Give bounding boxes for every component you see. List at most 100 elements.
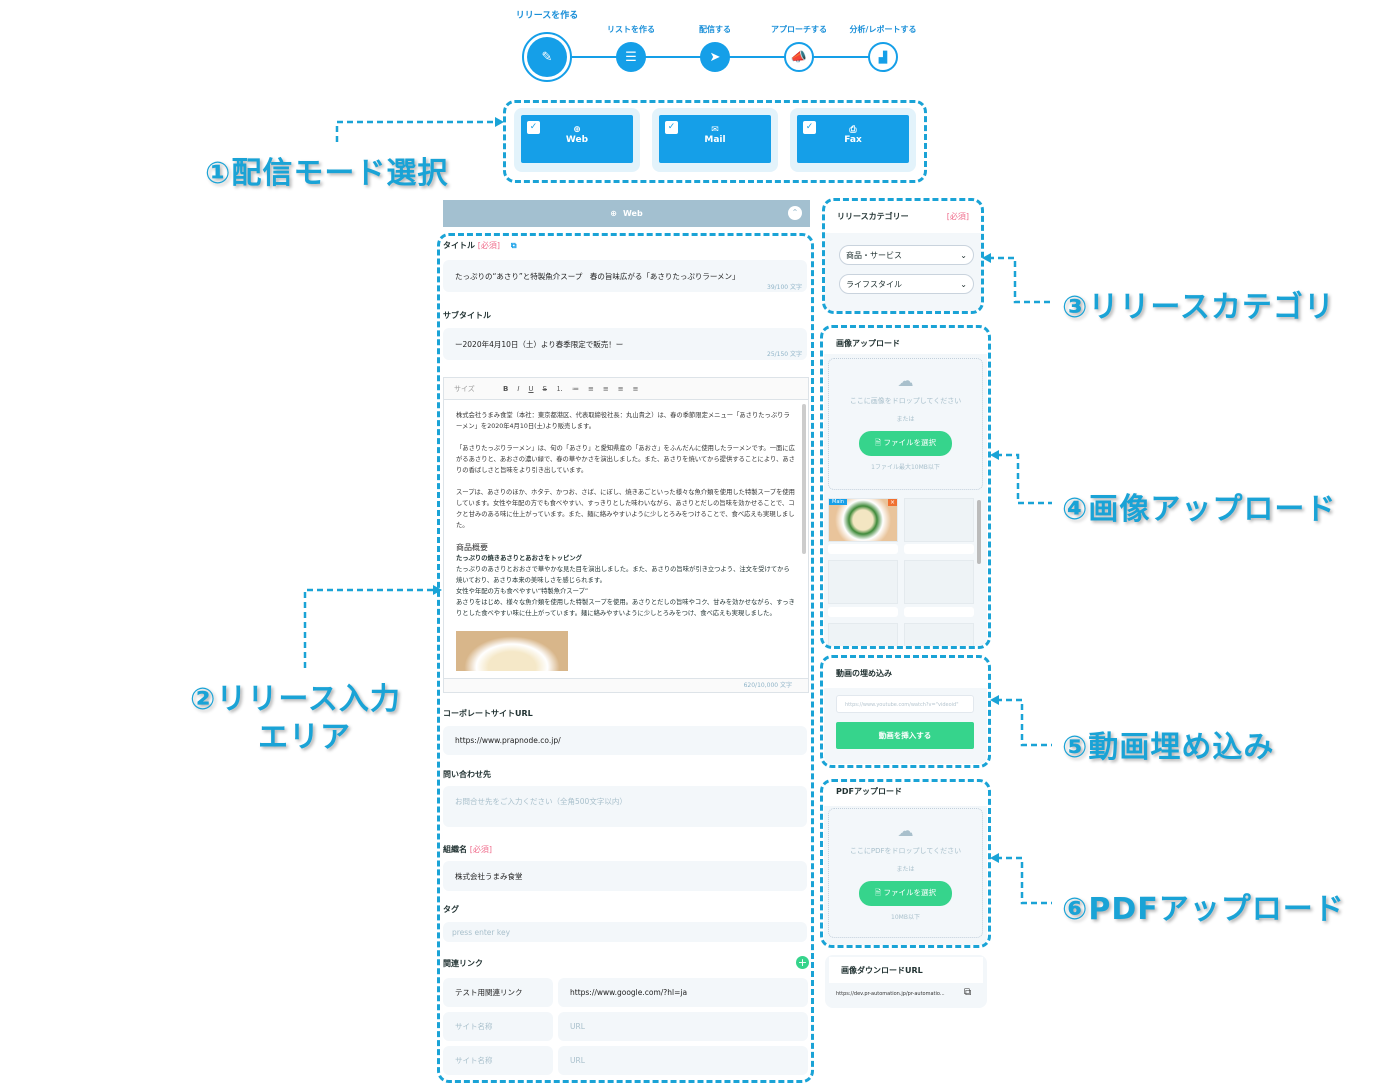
bullet-list-icon[interactable]: ≔: [572, 384, 579, 393]
mode-selection-highlight: [503, 100, 927, 183]
or-text: または: [896, 866, 915, 873]
checkbox-icon[interactable]: ✓: [665, 121, 678, 134]
strike-icon[interactable]: S: [542, 384, 547, 393]
italic-icon[interactable]: I: [517, 384, 520, 393]
checkbox-icon[interactable]: ✓: [527, 121, 540, 134]
copy-icon[interactable]: ⧉: [964, 987, 972, 998]
body-subheading: たっぷりの焼きあさりとあおさをトッピング: [456, 555, 582, 562]
title-char-count: 39/100 文字: [767, 284, 803, 291]
bold-icon[interactable]: B: [503, 384, 509, 393]
preview-icon[interactable]: ⧉: [510, 241, 517, 250]
list-icon: ☰: [625, 49, 637, 65]
org-label: 組織名 [必須]: [443, 845, 493, 854]
checkbox-icon[interactable]: ✓: [803, 121, 816, 134]
ordered-list-icon[interactable]: ⒈: [556, 384, 563, 393]
caption-input[interactable]: [828, 607, 898, 617]
step-distribute[interactable]: ➤: [700, 42, 730, 72]
link-name-input[interactable]: サイト名称: [443, 1012, 553, 1041]
step-approach[interactable]: 📣: [784, 42, 814, 72]
or-text: または: [896, 416, 915, 423]
tag-input[interactable]: press enter key: [443, 922, 807, 942]
scrollbar[interactable]: [977, 500, 981, 564]
image-placeholder: [828, 560, 898, 604]
megaphone-icon: 📣: [790, 49, 808, 65]
callout-video: ⑤動画埋め込み: [1062, 730, 1275, 765]
pdf-dropzone[interactable]: ☁ ここにPDFをドロップしてください または 🗎 ファイルを選択 10MB以下: [828, 808, 983, 938]
size-limit: 10MB以下: [891, 914, 920, 921]
scrollbar[interactable]: [802, 404, 806, 554]
align-center-icon[interactable]: ≡: [602, 384, 609, 393]
font-size-select[interactable]: サイズ: [454, 384, 475, 393]
select-image-button[interactable]: 🗎 ファイルを選択: [859, 431, 952, 456]
mode-mail-button[interactable]: ✓✉Mail: [659, 115, 771, 163]
title-input[interactable]: たっぷりの“あさり”と特製魚介スープ 春の旨味広がる「あさりたっぷりラーメン」: [443, 260, 807, 292]
pdf-highlight: [820, 779, 991, 948]
caption-input[interactable]: [828, 544, 898, 554]
editor-content[interactable]: 株式会社うまみ食堂（本社：東京都港区、代表取締役社長：丸山貴之）は、春の季節限定…: [444, 400, 808, 680]
link-name-input[interactable]: テスト用関連リンク: [443, 978, 553, 1007]
cloud-upload-icon: ☁: [897, 371, 914, 390]
justify-icon[interactable]: ≡: [632, 384, 639, 393]
step-label: 分析/レポートする: [849, 25, 917, 34]
section-title: Web: [623, 209, 643, 218]
link-name-input[interactable]: サイト名称: [443, 1046, 553, 1075]
subtitle-input[interactable]: ー2020年4月10日（土）より春季限定で販売！ー: [443, 328, 807, 360]
step-report[interactable]: ▟: [868, 42, 898, 72]
step-label: 配信する: [699, 25, 731, 34]
subtitle-label: サブタイトル: [443, 311, 491, 320]
category-select-1[interactable]: 商品・サービス⌄: [839, 245, 974, 265]
file-icon: 🗎: [875, 888, 884, 897]
insert-video-button[interactable]: 動画を挿入する: [836, 722, 974, 749]
globe-icon: ⊕: [573, 125, 581, 135]
download-url-panel: 画像ダウンロードURL https://dev.pr-automation.jp…: [825, 955, 987, 1008]
drop-hint: ここにPDFをドロップしてください: [849, 847, 962, 855]
corporate-url-input[interactable]: https://www.prapnode.co.jp/: [443, 726, 807, 755]
paragraph: あさりをはじめ、様々な魚介類を使用した特製スープを使用。あさりとだしの旨味やコク…: [456, 599, 795, 617]
step-create-list[interactable]: ☰: [616, 42, 646, 72]
image-placeholder: [904, 560, 974, 604]
tag-label: タグ: [443, 905, 459, 914]
corporate-url-label: コーポレートサイトURL: [443, 709, 533, 718]
align-right-icon[interactable]: ≡: [617, 384, 624, 393]
align-left-icon[interactable]: ≡: [588, 384, 594, 393]
caption-input[interactable]: [904, 607, 974, 617]
select-pdf-button[interactable]: 🗎 ファイルを選択: [859, 881, 952, 906]
image-placeholder: [828, 623, 898, 646]
add-link-button[interactable]: +: [796, 956, 809, 969]
collapse-icon[interactable]: ⌃: [788, 206, 802, 220]
link-url-input[interactable]: https://www.google.com/?hl=ja: [558, 978, 808, 1007]
pencil-icon: ✎: [527, 37, 567, 77]
contact-textarea[interactable]: お問合せ先をご入力ください（全角500文字以内）: [443, 786, 807, 827]
related-links-label: 関連リンク: [443, 959, 483, 968]
ramen-image: [456, 631, 568, 671]
link-url-input[interactable]: URL: [558, 1012, 808, 1041]
paragraph: たっぷりのあさりとおおさで華やかな見た目を演出しました。また、あさりの旨味が引き…: [456, 566, 790, 584]
mode-label: Fax: [844, 135, 862, 145]
callout-pdf: ⑥PDFアップロード: [1062, 892, 1345, 927]
release-input-highlight: [437, 233, 814, 1083]
mail-icon: ✉: [711, 125, 719, 135]
video-label: 動画の埋め込み: [824, 658, 987, 688]
uploaded-image-thumb[interactable]: Main ×: [828, 498, 898, 542]
video-url-input[interactable]: https://www.youtube.com/watch?v="videoid…: [836, 695, 974, 713]
caption-input[interactable]: [904, 544, 974, 554]
mode-web-button[interactable]: ✓⊕Web: [521, 115, 633, 163]
step-create-release[interactable]: ✎: [522, 32, 572, 82]
category-label: リリースカテゴリー[必須]: [825, 201, 981, 233]
category-panel: リリースカテゴリー[必須] 商品・サービス⌄ ライフスタイル⌄: [825, 201, 981, 311]
image-dropzone[interactable]: ☁ ここに画像をドロップしてください または 🗎 ファイルを選択 1ファイル最大…: [828, 358, 983, 490]
mode-fax-button[interactable]: ✓⎙Fax: [797, 115, 909, 163]
underline-icon[interactable]: U: [528, 384, 534, 393]
category-select-2[interactable]: ライフスタイル⌄: [839, 274, 974, 294]
step-label: リリースを作る: [515, 11, 579, 21]
image-upload-panel: 画像アップロード ☁ ここに画像をドロップしてください または 🗎 ファイルを選…: [824, 328, 987, 646]
chevron-down-icon: ⌄: [960, 250, 967, 260]
remove-image-button[interactable]: ×: [887, 499, 897, 506]
web-section-header[interactable]: ⊕Web ⌃: [443, 200, 810, 227]
org-input[interactable]: 株式会社うまみ食堂: [443, 861, 807, 891]
link-url-input[interactable]: URL: [558, 1046, 808, 1075]
image-upload-highlight: [820, 325, 991, 649]
paragraph: スープは、あさりのほか、ホタテ、かつお、さば、にぼし、焼きあごといった様々な魚介…: [456, 489, 795, 529]
